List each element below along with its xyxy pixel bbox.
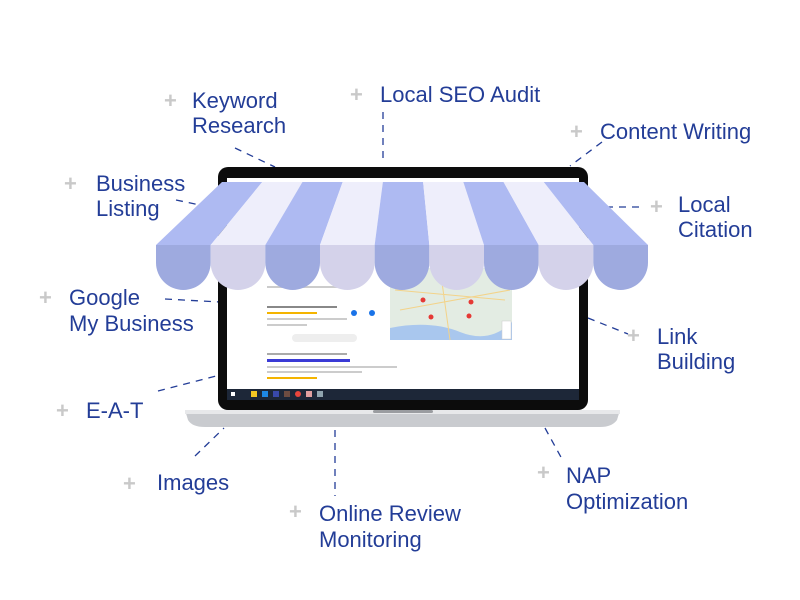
start-icon[interactable] (231, 392, 235, 396)
connector-images (194, 427, 225, 457)
laptop-base (185, 410, 620, 427)
plus-icon: + (123, 471, 136, 496)
awning-scallop (593, 245, 648, 290)
app-icon[interactable] (317, 391, 323, 397)
connector-link-building (587, 317, 629, 335)
awning-scallop (429, 245, 485, 290)
awning-stripe (374, 182, 430, 245)
awning-stripe (503, 182, 594, 245)
connector-content (569, 141, 603, 167)
label-images: Images (157, 470, 229, 495)
explorer-icon[interactable] (251, 391, 257, 397)
awning (156, 182, 648, 290)
map-pin-icon (468, 299, 474, 305)
connector-business-listing (175, 199, 201, 206)
awning-scallop (265, 245, 320, 290)
laptop-notch (373, 410, 433, 413)
awning-stripe (265, 182, 343, 245)
edge-icon[interactable] (262, 391, 268, 397)
awning-stripe (210, 182, 303, 245)
awning-stripe (320, 182, 383, 245)
awning-stripe (543, 182, 648, 245)
connector-eat (157, 374, 221, 392)
awning-scallop (374, 245, 430, 290)
app-icon[interactable] (306, 391, 312, 397)
awning-scallop (484, 245, 539, 290)
connector-lines (157, 112, 642, 496)
plus-icon: + (650, 194, 663, 219)
awning-stripe (463, 182, 539, 245)
plus-icon: + (289, 499, 302, 524)
plus-icon: + (56, 398, 69, 423)
connector-keyword (234, 147, 276, 168)
result-link[interactable] (267, 359, 350, 362)
directions-icon[interactable] (369, 310, 375, 316)
map-pin-icon (466, 313, 472, 319)
awning-stripe (423, 182, 484, 245)
app-icon[interactable] (273, 391, 279, 397)
website-icon[interactable] (351, 310, 357, 316)
plus-icon: + (39, 285, 52, 310)
label-eat: E-A-T (86, 398, 143, 423)
taskbar (227, 389, 579, 400)
awning-scallop (156, 245, 211, 290)
label-content-writing: Content Writing (600, 119, 751, 144)
taskbar-icons (231, 391, 323, 397)
awning-stripe (156, 182, 263, 245)
connector-gmb (164, 298, 221, 303)
plus-icon: + (350, 82, 363, 107)
map-zoom-control[interactable] (501, 320, 512, 340)
chrome-icon[interactable] (295, 391, 301, 397)
plus-icon: + (164, 88, 177, 113)
app-icon[interactable] (284, 391, 290, 397)
map-pin-icon (428, 314, 434, 320)
view-all-button[interactable] (292, 334, 357, 342)
connector-nap (544, 427, 563, 460)
plus-icon: + (627, 323, 640, 348)
awning-scallop (210, 245, 266, 290)
plus-icon: + (570, 119, 583, 144)
awning-scallop (320, 245, 375, 290)
map-pin-icon (420, 297, 426, 303)
awning-scallop (538, 245, 594, 290)
plus-icon: + (64, 171, 77, 196)
plus-icon: + (537, 460, 550, 485)
label-local-seo-audit: Local SEO Audit (380, 82, 540, 107)
